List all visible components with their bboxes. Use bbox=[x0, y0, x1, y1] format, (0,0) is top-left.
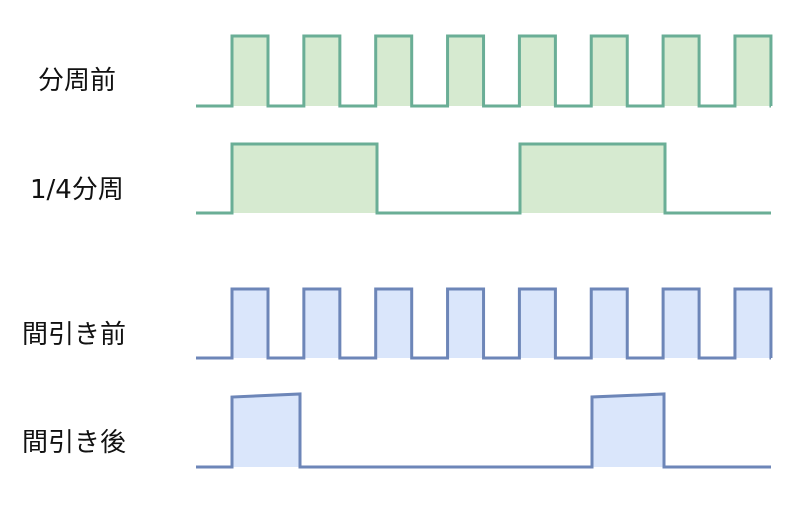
label-before-divide: 分周前 bbox=[38, 66, 117, 96]
pulse-fill bbox=[520, 144, 665, 213]
pulse-fill bbox=[663, 289, 700, 358]
pulse-fill bbox=[303, 289, 340, 358]
after-thin-signal bbox=[196, 392, 771, 469]
pulse-fill bbox=[232, 289, 268, 358]
pulse-fill bbox=[447, 36, 484, 106]
pulse-fill bbox=[375, 289, 412, 358]
pulse-fill bbox=[519, 36, 556, 106]
quarter-divide-signal bbox=[196, 142, 771, 215]
pulse-fill bbox=[519, 289, 556, 358]
pulse-fill bbox=[447, 289, 484, 358]
pulse-fill bbox=[663, 36, 700, 106]
signal-outline bbox=[196, 34, 773, 108]
pulse-fill bbox=[591, 289, 628, 358]
pulse-fill bbox=[592, 394, 664, 467]
pulse-fill bbox=[232, 144, 377, 213]
signal-outline bbox=[196, 142, 771, 215]
pulse-fill bbox=[303, 36, 340, 106]
pulse-fill bbox=[232, 36, 268, 106]
pulse-fill bbox=[232, 394, 300, 467]
label-before-thin: 間引き前 bbox=[22, 320, 127, 350]
before-thin-signal bbox=[196, 287, 773, 360]
before-divide-signal bbox=[196, 34, 773, 108]
signal-outline bbox=[196, 287, 773, 360]
pulse-fill bbox=[375, 36, 412, 106]
signal-outline bbox=[196, 392, 771, 469]
pulse-fill bbox=[591, 36, 628, 106]
pulse-fill bbox=[734, 289, 771, 358]
pulse-fill bbox=[734, 36, 771, 106]
label-quarter-divide: 1/4分周 bbox=[30, 175, 124, 205]
label-after-thin: 間引き後 bbox=[22, 428, 127, 458]
